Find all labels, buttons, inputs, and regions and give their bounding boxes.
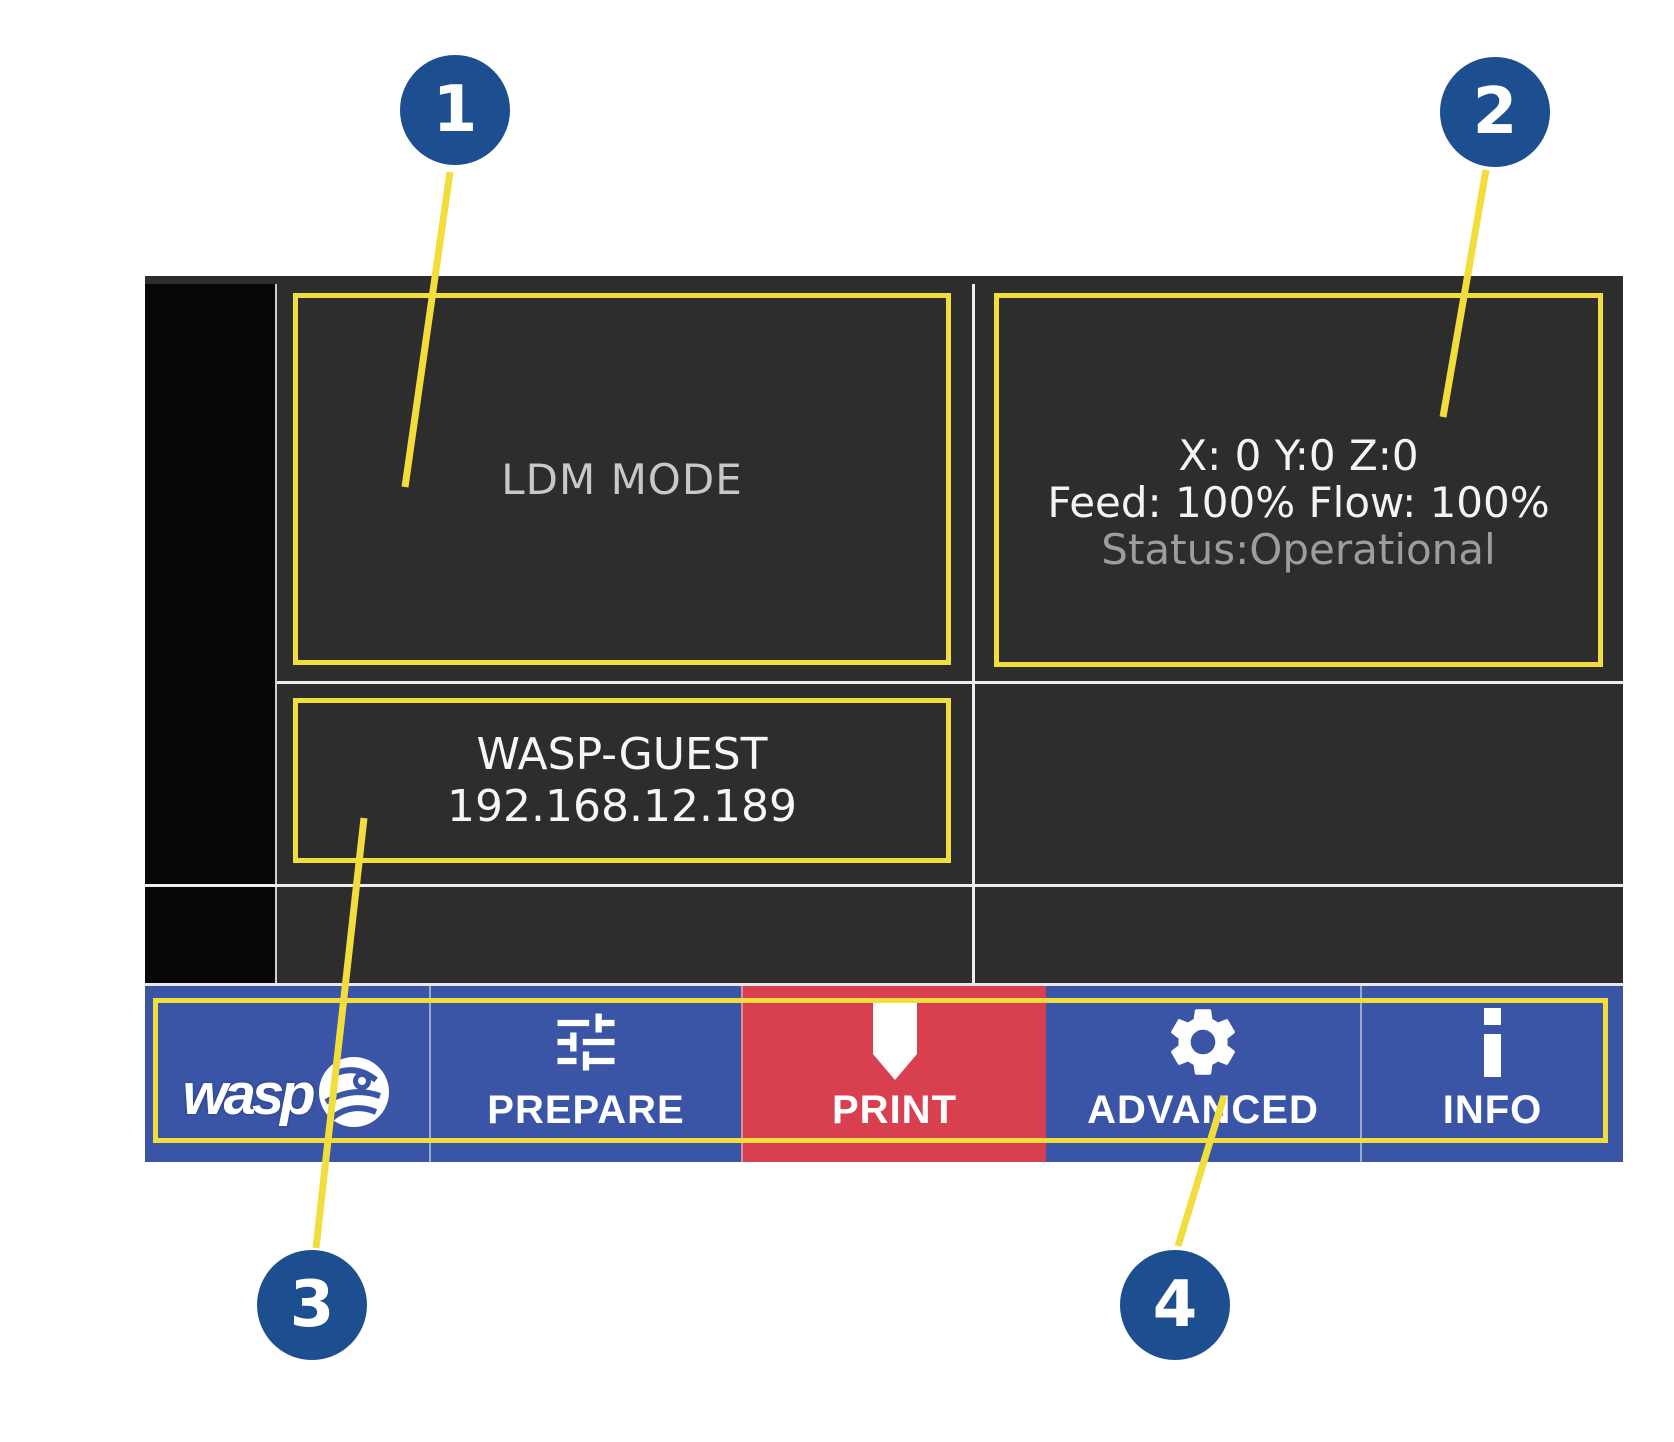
callout-badge-2: 2 [1440, 57, 1550, 167]
callout-number-2: 2 [1472, 75, 1518, 149]
nav-label-advanced: ADVANCED [1087, 1088, 1319, 1132]
callout-badge-1: 1 [400, 55, 510, 165]
wasp-logo-emblem-icon [316, 1054, 392, 1134]
callout-badge-3: 3 [257, 1250, 367, 1360]
nav-button-info[interactable]: INFO [1360, 986, 1623, 1162]
callout-number-4: 4 [1152, 1268, 1198, 1342]
axis-position-text: X: 0 Y:0 Z:0 [1178, 430, 1419, 480]
status-panel[interactable]: X: 0 Y:0 Z:0 Feed: 100% Flow: 100% Statu… [994, 293, 1603, 667]
ldm-mode-panel[interactable]: LDM MODE [293, 293, 951, 665]
gridline-vertical-center [972, 284, 975, 983]
gridline-horizontal-2 [145, 884, 1623, 887]
nav-label-prepare: PREPARE [487, 1088, 685, 1132]
gridline-horizontal-1 [277, 681, 1623, 684]
nav-button-prepare[interactable]: PREPARE [429, 986, 741, 1162]
status-text-block: X: 0 Y:0 Z:0 Feed: 100% Flow: 100% Statu… [1047, 432, 1549, 573]
print-nozzle-icon [871, 1000, 919, 1084]
tune-sliders-icon [548, 1000, 624, 1084]
nav-label-info: INFO [1442, 1088, 1543, 1132]
printer-status-text: Status:Operational [1101, 524, 1496, 574]
ldm-mode-label: LDM MODE [501, 454, 743, 504]
feed-flow-text: Feed: 100% Flow: 100% [1047, 477, 1550, 527]
gridline-vertical-left [275, 284, 277, 983]
callout-number-1: 1 [432, 73, 478, 147]
nav-label-print: PRINT [832, 1088, 957, 1132]
wifi-ssid-text: WASP-GUEST [476, 728, 768, 780]
callout-badge-4: 4 [1120, 1250, 1230, 1360]
network-panel[interactable]: WASP-GUEST 192.168.12.189 [293, 698, 951, 863]
nav-home-wasp-logo[interactable]: wasp [145, 986, 429, 1162]
info-icon [1484, 1000, 1501, 1084]
gear-icon [1162, 1000, 1244, 1084]
callout-number-3: 3 [289, 1268, 335, 1342]
left-black-column [145, 284, 275, 983]
nav-button-print[interactable]: PRINT [741, 986, 1046, 1162]
wasp-wordmark: wasp [182, 1061, 315, 1127]
nav-button-advanced[interactable]: ADVANCED [1046, 986, 1360, 1162]
bottom-nav-bar: wasp PREPARE [145, 983, 1623, 1162]
ip-address-text: 192.168.12.189 [447, 780, 797, 832]
